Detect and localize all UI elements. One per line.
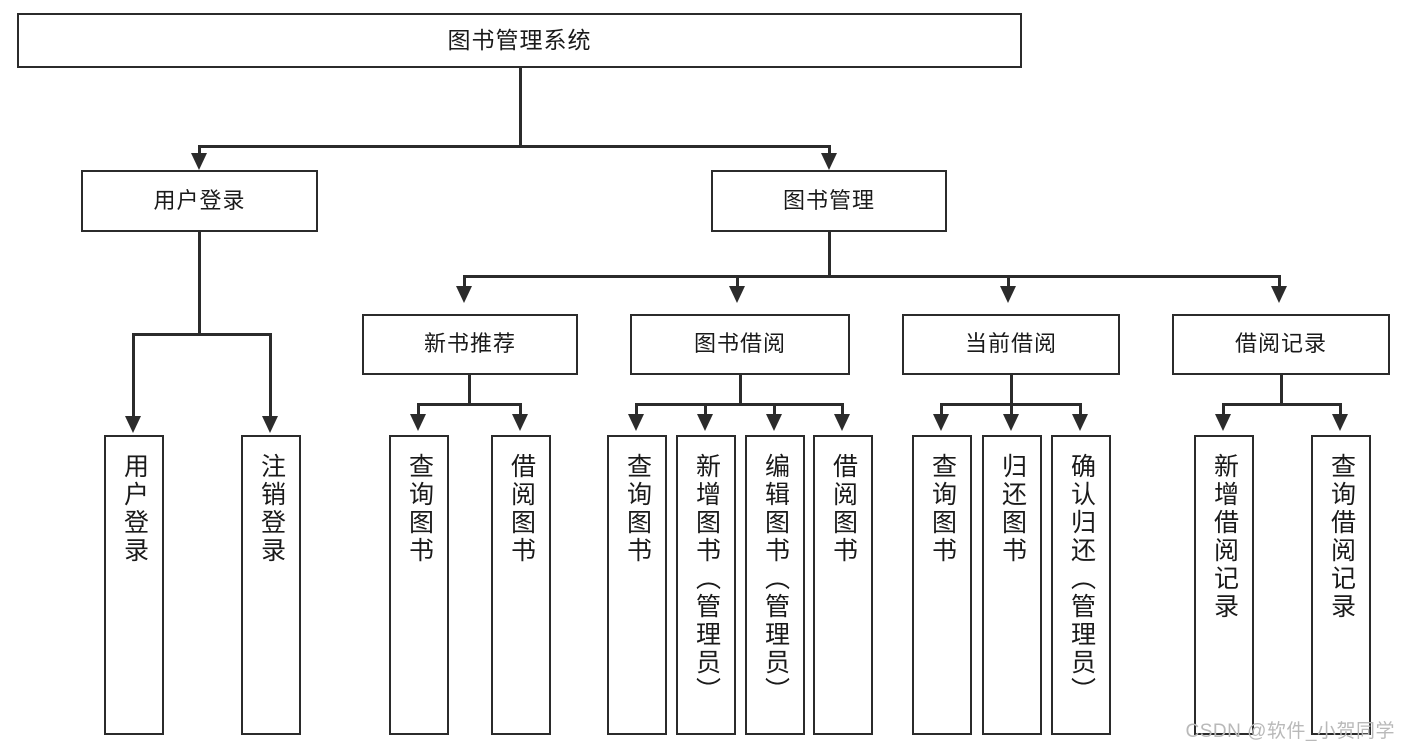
arrowhead-book-borrow-to-leaf-4: [834, 414, 850, 431]
node-label: 编辑图书（管理员）: [761, 453, 790, 705]
arrowhead-book-manage-to-book-borrow: [729, 286, 745, 303]
edge-book-manage-to-borrow-record: [1278, 275, 1281, 289]
node-current-borrow[interactable]: 当前借阅: [902, 314, 1120, 375]
node-label: 注销登录: [257, 453, 286, 565]
edge-book-manage-to-new-book: [463, 275, 466, 289]
arrowhead-book-manage-to-current-borrow: [1000, 286, 1016, 303]
node-book-borrow[interactable]: 图书借阅: [630, 314, 850, 375]
node-label: 当前借阅: [964, 331, 1057, 357]
node-label: 借阅图书: [507, 453, 536, 565]
node-label: 用户登录: [153, 187, 246, 213]
node-leaf-borrow-book-new[interactable]: 借阅图书: [491, 435, 551, 735]
node-label: 图书管理系统: [447, 26, 592, 53]
arrowhead-book-borrow-to-leaf-3: [766, 414, 782, 431]
arrowhead-book-borrow-to-leaf-1: [628, 414, 644, 431]
node-label: 归还图书: [998, 453, 1027, 565]
edge-user-login-bus: [132, 333, 272, 336]
edge-book-borrow-to-leaf-4: [841, 403, 844, 417]
node-leaf-add-borrow-record[interactable]: 新增借阅记录: [1194, 435, 1254, 735]
edge-borrow-record-bus: [1222, 403, 1342, 406]
node-label: 查询图书: [623, 453, 652, 565]
arrowhead-book-manage-to-borrow-record: [1271, 286, 1287, 303]
node-leaf-user-login[interactable]: 用户登录: [104, 435, 164, 735]
arrowhead-user-login-to-leaf-1: [125, 416, 141, 433]
node-label: 查询图书: [405, 453, 434, 565]
node-label: 新书推荐: [423, 331, 516, 357]
node-leaf-query-book-borrow[interactable]: 查询图书: [607, 435, 667, 735]
arrowhead-borrow-record-to-leaf-2: [1332, 414, 1348, 431]
edge-borrow-record-to-leaf-1: [1222, 403, 1225, 417]
node-leaf-add-book[interactable]: 新增图书（管理员）: [676, 435, 736, 735]
edge-new-book-to-leaf-2: [519, 403, 522, 417]
node-borrow-record[interactable]: 借阅记录: [1172, 314, 1390, 375]
arrowhead-new-book-to-leaf-1: [410, 414, 426, 431]
node-label: 新增借阅记录: [1210, 453, 1239, 621]
arrowhead-new-book-to-leaf-2: [512, 414, 528, 431]
node-leaf-confirm-return[interactable]: 确认归还（管理员）: [1051, 435, 1111, 735]
edge-root-to-book-manage: [828, 145, 831, 157]
node-leaf-edit-book[interactable]: 编辑图书（管理员）: [745, 435, 805, 735]
node-user-login[interactable]: 用户登录: [81, 170, 318, 232]
node-label: 图书借阅: [693, 331, 786, 357]
edge-borrow-record-stem: [1280, 375, 1283, 406]
edge-book-borrow-stem: [739, 375, 742, 406]
node-new-book-recommend[interactable]: 新书推荐: [362, 314, 578, 375]
edge-book-borrow-bus: [635, 403, 844, 406]
edge-borrow-record-to-leaf-2: [1339, 403, 1342, 417]
arrowhead-current-borrow-to-leaf-2: [1003, 414, 1019, 431]
node-leaf-borrow-book[interactable]: 借阅图书: [813, 435, 873, 735]
edge-root-to-user-login: [198, 145, 201, 157]
node-label: 借阅记录: [1234, 331, 1327, 357]
edge-user-login-to-leaf-2: [269, 333, 272, 420]
edge-current-borrow-to-leaf-3: [1079, 403, 1082, 417]
csdn-watermark: CSDN @软件_小贺同学: [1185, 721, 1395, 742]
arrowhead-root-to-user-login: [191, 153, 207, 170]
edge-user-login-stem: [198, 232, 201, 336]
arrowhead-book-manage-to-new-book: [456, 286, 472, 303]
arrowhead-book-borrow-to-leaf-2: [697, 414, 713, 431]
arrowhead-current-borrow-to-leaf-1: [933, 414, 949, 431]
node-leaf-logout[interactable]: 注销登录: [241, 435, 301, 735]
edge-user-login-to-leaf-1: [132, 333, 135, 420]
edge-book-borrow-to-leaf-2: [704, 403, 707, 417]
node-label: 确认归还（管理员）: [1067, 453, 1096, 705]
node-leaf-query-borrow-record[interactable]: 查询借阅记录: [1311, 435, 1371, 735]
node-label: 图书管理: [782, 187, 875, 213]
node-label: 查询图书: [928, 453, 957, 565]
node-book-management[interactable]: 图书管理: [711, 170, 947, 232]
node-label: 新增图书（管理员）: [692, 453, 721, 705]
node-root-book-management-system[interactable]: 图书管理系统: [17, 13, 1022, 68]
edge-book-manage-stem: [828, 232, 831, 278]
node-label: 用户登录: [120, 453, 149, 565]
edge-current-borrow-stem: [1010, 375, 1013, 406]
arrowhead-borrow-record-to-leaf-1: [1215, 414, 1231, 431]
node-leaf-return-book[interactable]: 归还图书: [982, 435, 1042, 735]
node-leaf-query-book-new[interactable]: 查询图书: [389, 435, 449, 735]
edge-book-manage-to-current-borrow: [1007, 275, 1010, 289]
edge-root-bus: [198, 145, 831, 148]
node-label: 借阅图书: [829, 453, 858, 565]
edge-book-borrow-to-leaf-1: [635, 403, 638, 417]
arrowhead-user-login-to-leaf-2: [262, 416, 278, 433]
edge-book-manage-to-book-borrow: [736, 275, 739, 289]
edge-current-borrow-to-leaf-1: [940, 403, 943, 417]
node-label: 查询借阅记录: [1327, 453, 1356, 621]
edge-current-borrow-to-leaf-2: [1010, 403, 1013, 417]
edge-book-borrow-to-leaf-3: [773, 403, 776, 417]
edge-new-book-bus: [417, 403, 522, 406]
node-leaf-query-book-current[interactable]: 查询图书: [912, 435, 972, 735]
edge-new-book-stem: [468, 375, 471, 406]
edge-new-book-to-leaf-1: [417, 403, 420, 417]
arrowhead-root-to-book-manage: [821, 153, 837, 170]
arrowhead-current-borrow-to-leaf-3: [1072, 414, 1088, 431]
edge-root-stem: [519, 68, 522, 147]
edge-book-manage-bus: [463, 275, 1281, 278]
